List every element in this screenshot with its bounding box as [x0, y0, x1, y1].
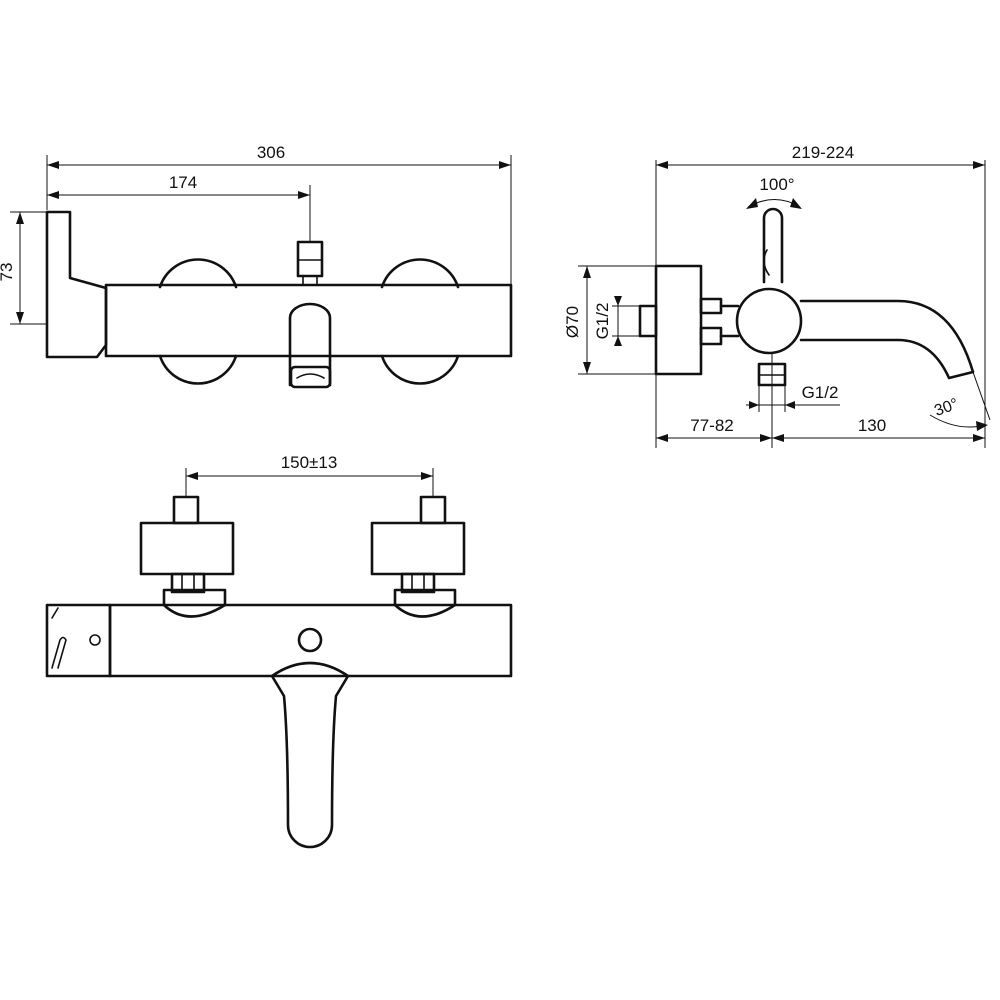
dim-219-224-label: 219-224 [792, 143, 854, 162]
side-lever [762, 207, 784, 284]
dim-77-82-label: 77-82 [690, 416, 733, 435]
dim-thread-outlet-label: G1/2 [802, 383, 839, 402]
spout-aerator [289, 365, 332, 389]
right-rosette-top [370, 521, 466, 576]
diverter-hole [297, 627, 323, 653]
dim-30deg-label: 30° [932, 396, 961, 420]
diverter-stem [302, 275, 318, 286]
dimension-overall-width: 306 [46, 143, 512, 285]
dimension-diameter: Ø70 [563, 265, 656, 375]
lever-handle [45, 210, 108, 359]
inlet-connector [638, 304, 658, 338]
dim-73-label: 73 [0, 263, 16, 282]
dim-150-label: 150±13 [281, 453, 338, 472]
left-eccentric [162, 588, 227, 618]
dimension-thread-outlet: G1/2 [746, 383, 840, 412]
side-rosette [654, 264, 703, 376]
diverter-knob [296, 240, 324, 278]
dim-100deg-label: 100° [759, 175, 794, 194]
side-body [735, 287, 803, 355]
eccentric-nut-bottom [699, 326, 723, 346]
left-rosette-top [139, 521, 235, 576]
right-inlet-connector [419, 495, 447, 525]
dimension-inlet-spacing: 150±13 [185, 453, 434, 497]
left-nut [170, 572, 206, 594]
top-view: 150±13 [45, 453, 513, 849]
dimension-lever-to-spout: 174 [47, 173, 311, 242]
dim-306-label: 306 [257, 143, 285, 162]
side-spout [799, 299, 975, 380]
top-spout [270, 661, 350, 849]
dim-thread-inlet-label: G1/2 [593, 303, 612, 340]
right-eccentric [393, 588, 457, 618]
mixer-body [104, 283, 513, 358]
dim-diameter-label: Ø70 [563, 306, 582, 338]
left-inlet-connector [172, 495, 200, 525]
right-nut [400, 572, 436, 594]
top-body [108, 603, 513, 678]
dim-130-label: 130 [858, 416, 886, 435]
cap-screw [89, 634, 101, 646]
dimension-projection-total: 219-224 [655, 143, 986, 448]
right-rosette [380, 258, 460, 385]
side-view: 219-224 100° Ø70 G1/2 [563, 143, 991, 448]
dim-174-label: 174 [169, 173, 197, 192]
top-lever-cap [45, 603, 112, 678]
eccentric-nut-top [699, 297, 723, 315]
dimension-height: 73 [0, 211, 47, 325]
dimension-bottom: 77-82 130 [656, 353, 985, 448]
front-view: 306 174 73 [0, 143, 513, 389]
dimension-thread-inlet: G1/2 [593, 296, 640, 346]
left-rosette [158, 258, 238, 385]
spout [288, 302, 332, 387]
